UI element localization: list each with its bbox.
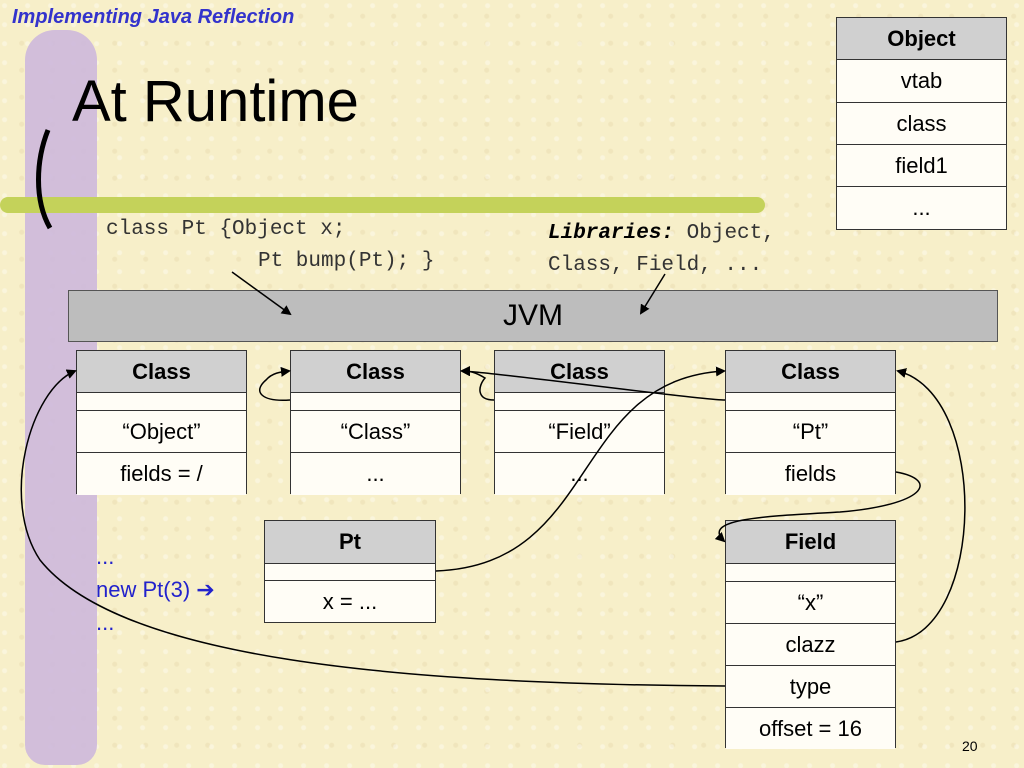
field-box-offset: offset = 16 bbox=[726, 708, 895, 749]
pt-instance-slot bbox=[265, 564, 435, 581]
code-ellipsis-bottom: ... bbox=[96, 610, 115, 635]
arrow-instance-to-pt-class bbox=[435, 366, 726, 572]
libraries-text-1: Object, bbox=[674, 222, 775, 245]
class-box-fields: fields = / bbox=[77, 453, 246, 495]
object-layout-vtab: vtab bbox=[837, 60, 1006, 103]
arrow-type-to-object-class bbox=[20, 369, 726, 687]
class-box-field: Class “Field” ... bbox=[494, 350, 665, 495]
field-box: Field “x” clazz type offset = 16 bbox=[725, 520, 896, 749]
libraries-line-1: Libraries: Object, bbox=[548, 222, 775, 245]
class-box-head: Class bbox=[291, 351, 460, 393]
arrow-clazz-to-pt-class bbox=[895, 368, 966, 643]
field-box-name: “x” bbox=[726, 582, 895, 624]
class-box-name: “Pt” bbox=[726, 411, 895, 453]
code-new-pt: new Pt(3) ➔ bbox=[96, 577, 215, 602]
class-box-fields: ... bbox=[495, 453, 664, 495]
code-line-2: Pt bump(Pt); } bbox=[258, 250, 435, 273]
pt-instance-head: Pt bbox=[265, 521, 435, 564]
class-box-pt: Class “Pt” fields bbox=[725, 350, 896, 495]
object-layout-ellipsis: ... bbox=[837, 187, 1006, 229]
class-box-class: Class “Class” ... bbox=[290, 350, 461, 495]
libraries-label: Libraries: bbox=[548, 222, 675, 245]
field-box-type: type bbox=[726, 666, 895, 708]
class-box-name: “Class” bbox=[291, 411, 460, 453]
class-box-object: Class “Object” fields = / bbox=[76, 350, 247, 495]
arrow-fields-to-field bbox=[714, 471, 921, 543]
pt-instance-box: Pt x = ... bbox=[264, 520, 436, 623]
class-box-fields: fields bbox=[726, 453, 895, 495]
field-box-head: Field bbox=[726, 521, 895, 564]
arrow-field-to-class bbox=[460, 366, 495, 401]
class-box-head: Class bbox=[77, 351, 246, 393]
object-layout-class: class bbox=[837, 103, 1006, 145]
field-box-clazz: clazz bbox=[726, 624, 895, 666]
page-number: 20 bbox=[962, 738, 978, 754]
class-box-slot bbox=[726, 393, 895, 411]
header-title: Implementing Java Reflection bbox=[12, 6, 295, 28]
class-box-head: Class bbox=[495, 351, 664, 393]
arrow-pt-to-class bbox=[460, 366, 726, 401]
object-layout-head: Object bbox=[837, 18, 1006, 60]
class-box-slot bbox=[495, 393, 664, 411]
class-box-head: Class bbox=[726, 351, 895, 393]
slide-title: At Runtime bbox=[72, 69, 359, 134]
code-line-1: class Pt {Object x; bbox=[106, 218, 346, 241]
decorative-brace bbox=[36, 129, 53, 230]
class-box-slot bbox=[77, 393, 246, 411]
libraries-line-2: Class, Field, ... bbox=[548, 254, 763, 277]
arrow-class-to-class bbox=[259, 366, 291, 401]
field-box-slot bbox=[726, 564, 895, 582]
instantiation-code: ... new Pt(3) ➔ ... bbox=[96, 540, 215, 639]
decorative-green-bar bbox=[0, 197, 765, 213]
class-box-slot bbox=[291, 393, 460, 411]
class-box-name: “Field” bbox=[495, 411, 664, 453]
arrow-code-to-jvm bbox=[231, 271, 292, 316]
class-box-fields: ... bbox=[291, 453, 460, 495]
object-layout-field1: field1 bbox=[837, 145, 1006, 187]
jvm-bar: JVM bbox=[68, 290, 998, 342]
code-ellipsis-top: ... bbox=[96, 544, 115, 569]
arrow-libs-to-jvm bbox=[639, 273, 666, 315]
object-layout-box: Object vtab class field1 ... bbox=[836, 17, 1007, 230]
pt-instance-field: x = ... bbox=[265, 581, 435, 622]
jvm-label: JVM bbox=[503, 299, 563, 332]
class-box-name: “Object” bbox=[77, 411, 246, 453]
